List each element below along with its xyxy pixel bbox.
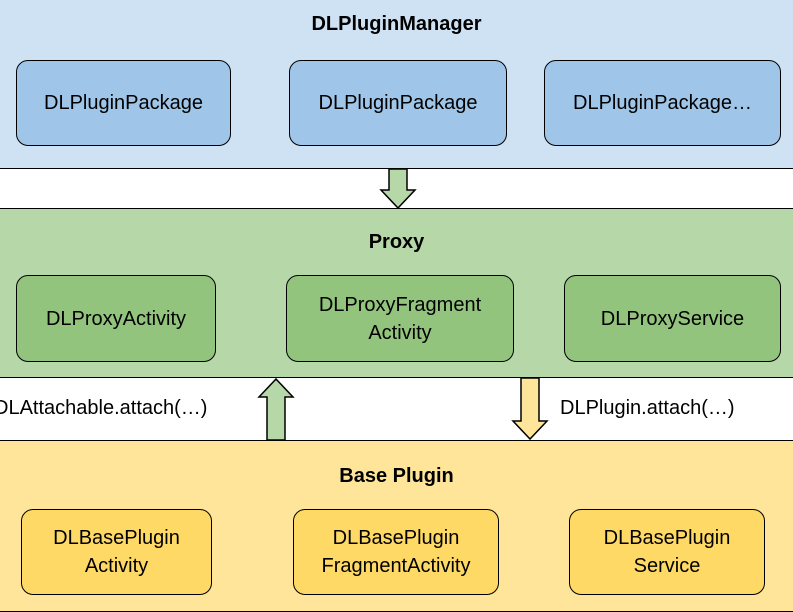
proxy-activity-box: DLProxyActivity (16, 275, 216, 362)
base-plugin-service-box: DLBasePlugin Service (569, 509, 765, 595)
plugin-package-label-1: DLPluginPackage (44, 92, 203, 114)
plugin-package-label-2: DLPluginPackage (318, 92, 478, 114)
proxy-service-label: DLProxyService (600, 307, 745, 330)
plugin-attach-label: DLPlugin.attach(…) (560, 397, 735, 419)
proxy-fragment-activity-label: DLProxyFragment Activity (318, 293, 482, 344)
plugin-package-box-1: DLPluginPackage (16, 60, 231, 146)
proxy-title: Proxy (368, 231, 425, 253)
up-arrow-icon (257, 377, 295, 441)
base-plugin-activity-box: DLBasePlugin Activity (21, 509, 212, 595)
base-plugin-activity-label: DLBasePlugin Activity (53, 527, 180, 577)
proxy-service-box: DLProxyService (564, 275, 781, 362)
plugin-package-box-3: DLPluginPackage… (544, 60, 781, 146)
plugin-manager-title: DLPluginManager (311, 13, 482, 35)
base-plugin-fragment-activity-box: DLBasePlugin FragmentActivity (293, 509, 499, 595)
attachable-attach-label: DLAttachable.attach(…) (0, 397, 208, 419)
proxy-activity-label: DLProxyActivity (45, 307, 187, 330)
base-plugin-fragment-activity-label: DLBasePlugin FragmentActivity (321, 527, 471, 577)
down-arrow-icon (379, 168, 417, 210)
plugin-package-label-3: DLPluginPackage… (573, 92, 752, 114)
down-arrow-icon-2 (511, 377, 549, 441)
base-plugin-service-label: DLBasePlugin Service (603, 527, 731, 577)
base-plugin-title: Base Plugin (339, 465, 454, 487)
proxy-fragment-activity-box: DLProxyFragment Activity (286, 275, 514, 362)
plugin-package-box-2: DLPluginPackage (289, 60, 507, 146)
